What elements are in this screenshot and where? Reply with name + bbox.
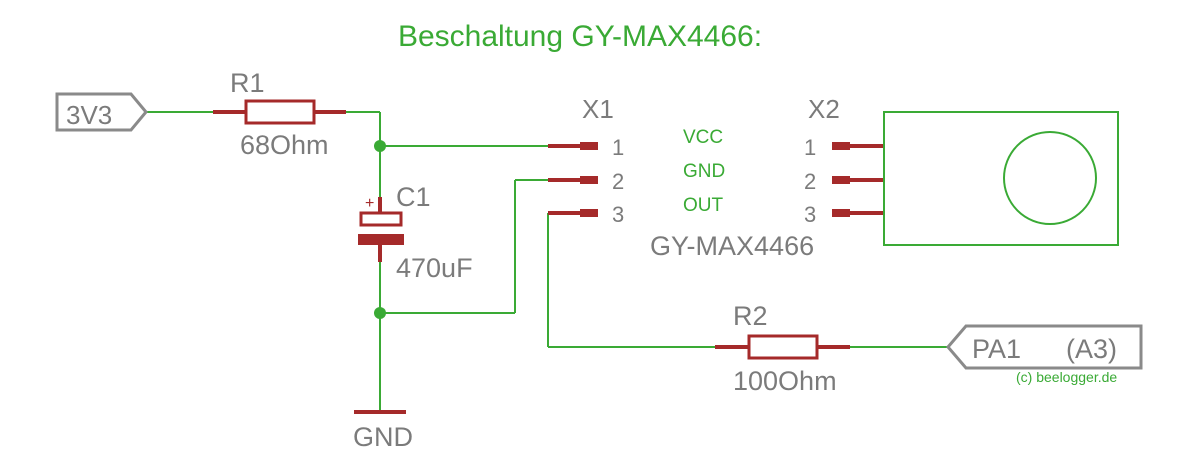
ground-symbol: GND <box>353 410 413 452</box>
ground-label: GND <box>353 422 413 452</box>
connector-x2: X2 1 2 3 <box>804 94 884 227</box>
x2-pin-3: 3 <box>804 202 816 227</box>
x2-name: X2 <box>808 94 840 124</box>
diagram-title: Beschaltung GY-MAX4466: <box>398 20 762 53</box>
x1-pin-2: 2 <box>612 169 624 194</box>
r1-name: R1 <box>230 68 265 98</box>
resistor-r1: R1 68Ohm <box>213 68 346 160</box>
signal-out: OUT <box>683 195 724 216</box>
connector-x1: X1 1 2 3 <box>548 94 624 227</box>
junction-dot <box>374 140 386 152</box>
c1-name: C1 <box>396 182 431 212</box>
x1-name: X1 <box>582 94 614 124</box>
c1-polarity: + <box>365 195 374 212</box>
resistor-r2: R2 100Ohm <box>715 301 850 396</box>
r2-value: 100Ohm <box>733 366 837 396</box>
capacitor-c1: + C1 470uF <box>358 182 473 283</box>
port-a3-text: (A3) <box>1066 334 1117 364</box>
microphone-icon <box>1003 131 1097 225</box>
r1-value: 68Ohm <box>240 130 329 160</box>
signal-vcc: VCC <box>683 127 723 148</box>
junction-dot <box>374 307 386 319</box>
microphone-module <box>883 111 1119 246</box>
x2-pin-1: 1 <box>804 135 816 160</box>
port-pa1-label: PA1 (A3) <box>946 324 1143 370</box>
copyright-notice: (c) beelogger.de <box>1016 369 1117 385</box>
r2-name: R2 <box>733 301 768 331</box>
x1-pin-3: 3 <box>612 202 624 227</box>
module-name: GY-MAX4466 <box>650 231 814 261</box>
signal-gnd: GND <box>683 161 725 182</box>
supply-3v3-label: 3V3 <box>55 92 148 132</box>
c1-value: 470uF <box>396 253 473 283</box>
x2-pin-2: 2 <box>804 169 816 194</box>
supply-3v3-text: 3V3 <box>66 100 112 130</box>
wires <box>146 111 948 410</box>
x1-pin-1: 1 <box>612 135 624 160</box>
port-pa1-text: PA1 <box>972 334 1021 364</box>
